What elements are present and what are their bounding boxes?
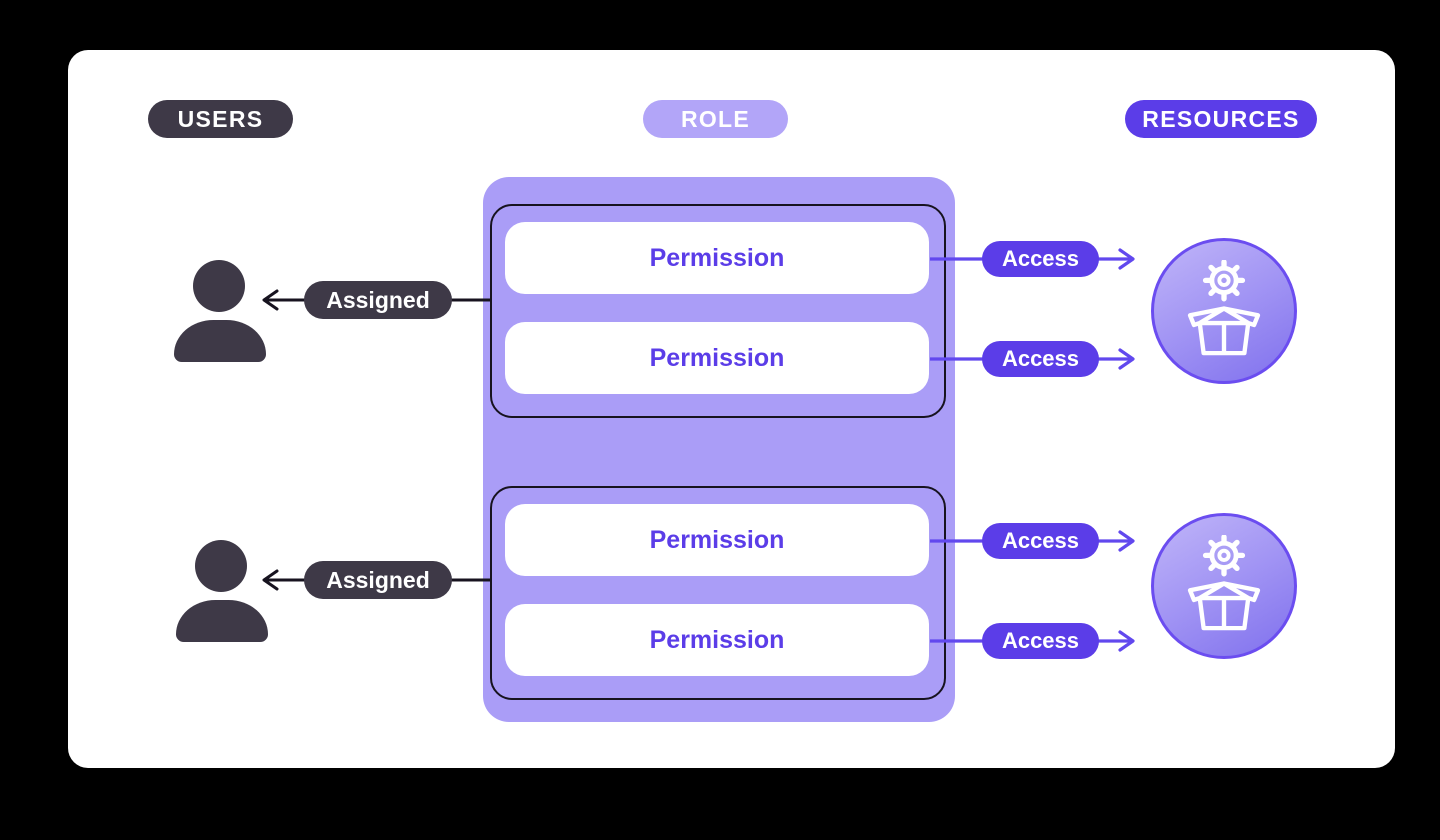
access-pill-4: Access <box>982 623 1099 659</box>
user-icon-head <box>195 540 247 592</box>
assigned-label: Assigned <box>326 566 430 593</box>
role-label: ROLE <box>680 105 751 132</box>
assigned-label: Assigned <box>326 286 430 313</box>
user-icon-body <box>174 320 266 362</box>
permission-label: Permission <box>649 525 785 554</box>
assigned-pill-2: Assigned <box>304 561 452 599</box>
permission-box: Permission <box>505 604 929 676</box>
role-label-pill: ROLE <box>643 100 788 138</box>
gear-open-box-icon <box>1187 260 1261 356</box>
access-label: Access <box>1001 346 1080 371</box>
permission-group-1: Permission Permission <box>490 204 946 418</box>
user-icon-head <box>193 260 245 312</box>
users-label-pill: USERS <box>148 100 293 138</box>
user-icon-1 <box>174 260 266 362</box>
permission-box: Permission <box>505 322 929 394</box>
permission-label: Permission <box>649 343 785 372</box>
access-label: Access <box>1001 528 1080 553</box>
user-icon-body <box>176 600 268 642</box>
access-label: Access <box>1001 628 1080 653</box>
permission-label: Permission <box>649 243 785 272</box>
permission-label: Permission <box>649 625 785 654</box>
resources-label: RESOURCES <box>1142 105 1300 132</box>
gear-open-box-icon <box>1187 535 1261 631</box>
resource-icon-2 <box>1151 513 1297 659</box>
assigned-pill-1: Assigned <box>304 281 452 319</box>
permission-box: Permission <box>505 222 929 294</box>
access-pill-1: Access <box>982 241 1099 277</box>
resource-icon-1 <box>1151 238 1297 384</box>
permission-box: Permission <box>505 504 929 576</box>
users-label: USERS <box>177 105 264 132</box>
access-pill-3: Access <box>982 523 1099 559</box>
diagram-card: USERS ROLE RESOURCES Permission Permissi… <box>68 50 1395 768</box>
resources-label-pill: RESOURCES <box>1125 100 1317 138</box>
access-label: Access <box>1001 246 1080 271</box>
user-icon-2 <box>176 540 268 642</box>
access-pill-2: Access <box>982 341 1099 377</box>
permission-group-2: Permission Permission <box>490 486 946 700</box>
